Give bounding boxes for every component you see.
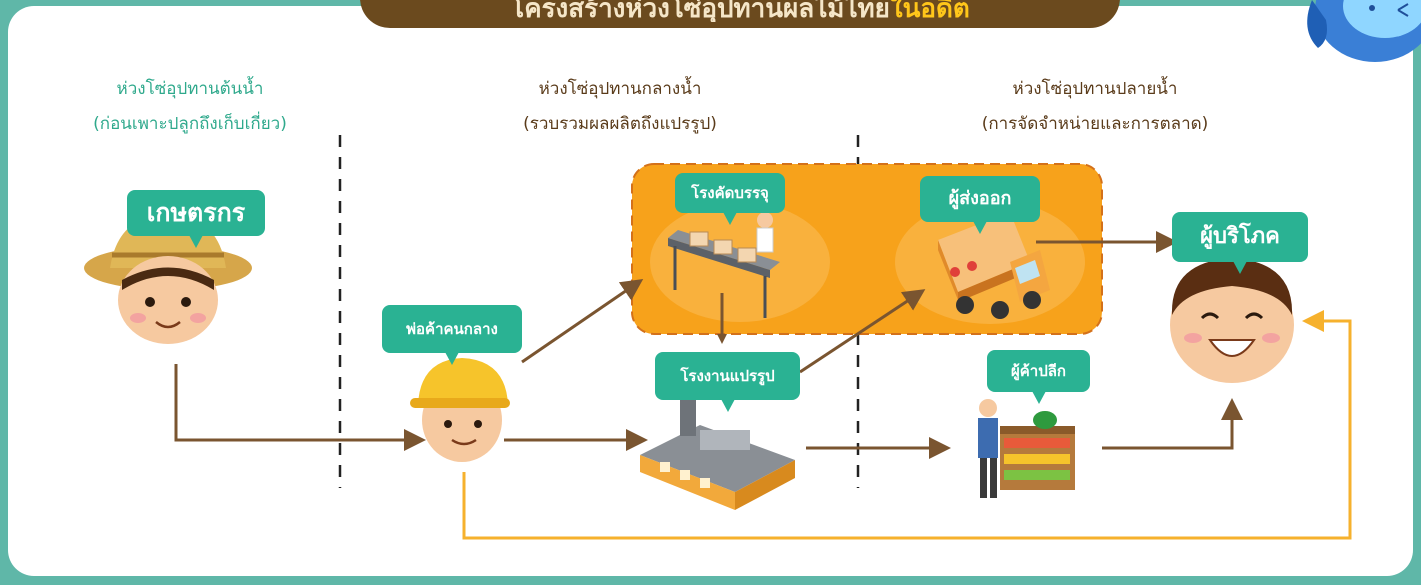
farmer-tag: เกษตรกร <box>127 190 265 248</box>
downstream-heading: ห่วงโซ่อุปทานปลายน้ำ (การจัดจำหน่ายและกา… <box>935 72 1255 142</box>
exporter-tag: ผู้ส่งออก <box>920 176 1040 234</box>
title-highlight: ในอดีต <box>889 0 970 22</box>
middleman-tag: พ่อค้าคนกลาง <box>382 305 522 365</box>
midstream-subtitle: (รวบรวมผลผลิตถึงแปรรูป) <box>523 114 717 134</box>
consumer-tag: ผู้บริโภค <box>1172 212 1308 274</box>
retailer-icon <box>978 399 1075 498</box>
upstream-title: ห่วงโซ่อุปทานต้นน้ำ <box>116 79 264 99</box>
upstream-subtitle: (ก่อนเพาะปลูกถึงเก็บเกี่ยว) <box>93 114 287 134</box>
processing-factory-tag: โรงงานแปรรูป <box>655 352 800 412</box>
downstream-title: ห่วงโซ่อุปทานปลายน้ำ <box>1012 79 1178 99</box>
midstream-title: ห่วงโซ่อุปทานกลางน้ำ <box>538 79 702 99</box>
middleman-icon <box>410 358 510 462</box>
truck-icon <box>938 212 1050 319</box>
title-main: โครงสร้างห่วงโซ่อุปทานผลไม้ไทย <box>510 0 890 22</box>
consumer-icon <box>1170 258 1294 383</box>
arrow-middleman-to-packing <box>521 278 644 364</box>
downstream-subtitle: (การจัดจำหน่ายและการตลาด) <box>981 114 1209 134</box>
mascot-icon <box>1307 0 1421 62</box>
arrow-farmer-to-middleman <box>174 364 426 451</box>
factory-icon <box>640 380 795 510</box>
arrow-middleman-to-consumer <box>462 310 1352 540</box>
title-banner: โครงสร้างห่วงโซ่อุปทานผลไม้ไทยในอดีต <box>360 0 1120 28</box>
page-title: โครงสร้างห่วงโซ่อุปทานผลไม้ไทยในอดีต <box>360 0 1120 22</box>
upstream-heading: ห่วงโซ่อุปทานต้นน้ำ (ก่อนเพาะปลูกถึงเก็บ… <box>40 72 340 142</box>
arrow-factory-to-exporter <box>799 289 926 374</box>
arrow-retailer-to-consumer <box>1102 398 1243 450</box>
packing-house-tag: โรงคัดบรรจุ <box>675 173 785 225</box>
retailer-tag: ผู้ค้าปลีก <box>987 350 1090 404</box>
midstream-heading: ห่วงโซ่อุปทานกลางน้ำ (รวบรวมผลผลิตถึงแปร… <box>470 72 770 142</box>
packing-house-icon <box>668 212 780 318</box>
